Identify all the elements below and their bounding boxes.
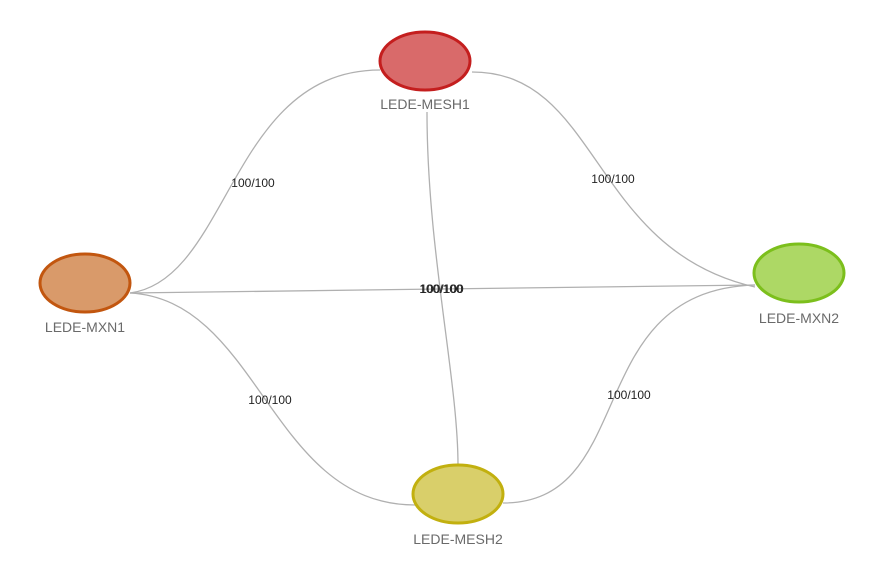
edge-label-mesh2-mxn2: 100/100	[607, 388, 651, 402]
node-lede-mxn1[interactable]: LEDE-MXN1	[38, 252, 132, 335]
node-lede-mesh2[interactable]: LEDE-MESH2	[411, 463, 505, 547]
node-lede-mxn2[interactable]: LEDE-MXN2	[752, 242, 846, 326]
edge-label-mxn1-mxn2: 100/100	[419, 282, 463, 296]
node-mesh1-ellipse[interactable]	[378, 30, 472, 92]
node-mesh2-label: LEDE-MESH2	[413, 531, 503, 547]
edge-label-mxn1-mesh2: 100/100	[248, 393, 292, 407]
edge-labels: 100/100 100/100 100/100 100/100 100/100 …	[231, 172, 651, 407]
node-mxn2-label: LEDE-MXN2	[759, 310, 839, 326]
edge-label-mesh1-mesh2: 100/100	[420, 282, 464, 296]
edge-label-mxn1-mesh1: 100/100	[231, 176, 275, 190]
edge-mxn1-mesh2[interactable]	[129, 292, 416, 506]
edges	[129, 69, 756, 506]
node-mxn1-ellipse[interactable]	[38, 252, 132, 314]
edge-mxn1-mesh1[interactable]	[129, 69, 381, 294]
node-mxn2-ellipse[interactable]	[752, 242, 846, 304]
node-mxn1-label: LEDE-MXN1	[45, 319, 125, 335]
edge-label-mesh1-mxn2: 100/100	[591, 172, 635, 186]
edge-mxn1-mxn2[interactable]	[129, 284, 756, 294]
edge-mesh1-mesh2[interactable]	[426, 111, 459, 466]
node-mesh2-ellipse[interactable]	[411, 463, 505, 525]
edge-mesh1-mxn2[interactable]	[471, 71, 756, 288]
edge-mesh2-mxn2[interactable]	[502, 284, 756, 504]
node-lede-mesh1[interactable]: LEDE-MESH1	[378, 30, 472, 112]
node-mesh1-label: LEDE-MESH1	[380, 96, 470, 112]
